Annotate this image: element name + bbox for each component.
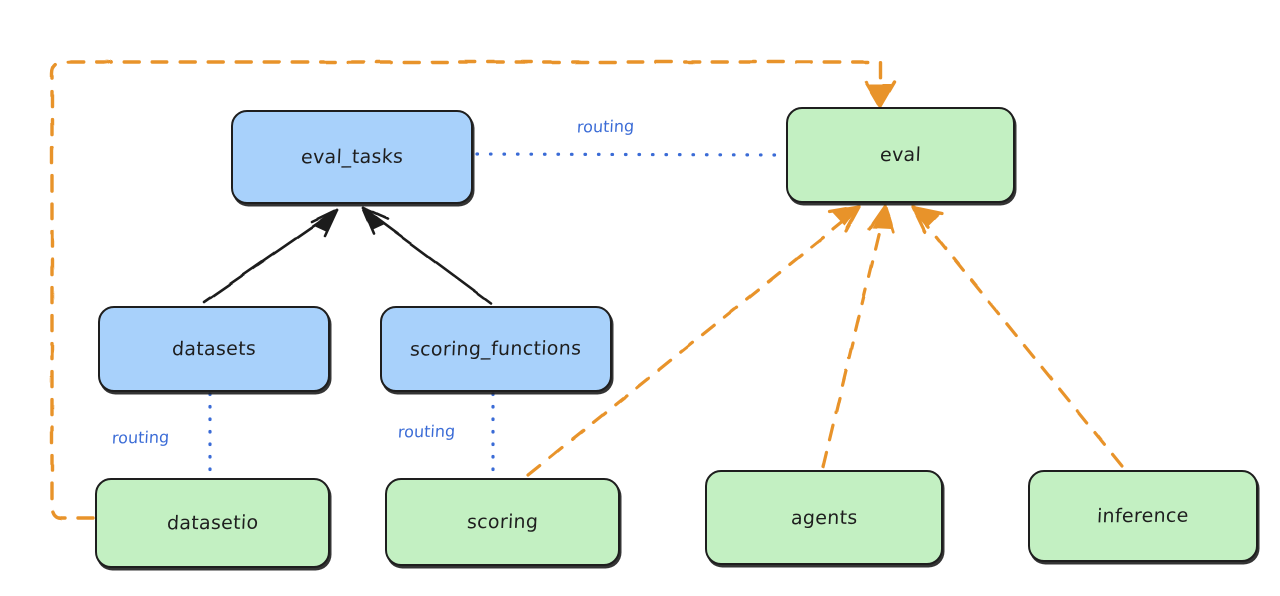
edge-inference-to-eval [911,205,1124,468]
edge-datasetio-to-eval [50,60,896,520]
node-scoring-functions[interactable]: scoring_functions [380,306,612,392]
node-label-eval-tasks: eval_tasks [300,145,404,169]
node-label-scoring: scoring [466,510,539,534]
edge-datasets-to-eval-tasks [202,208,339,304]
node-label-agents: agents [790,506,858,529]
node-eval[interactable]: eval [786,107,1015,203]
node-inference[interactable]: inference [1028,470,1258,562]
node-label-datasets: datasets [171,337,257,361]
node-label-scoring-functions: scoring_functions [409,337,583,361]
node-label-inference: inference [1096,504,1190,528]
edge-scoring-functions-to-eval-tasks [361,206,493,305]
node-label-eval: eval [879,143,922,167]
edge-label-routing-left: routing [111,427,170,448]
node-eval-tasks[interactable]: eval_tasks [231,110,473,204]
edge-scoring-to-eval [526,205,861,477]
edge-agents-to-eval [821,204,895,469]
node-datasetio[interactable]: datasetio [95,478,330,568]
node-label-datasetio: datasetio [166,511,259,535]
edge-label-routing-top: routing [576,116,635,137]
edge-eval-tasks-to-eval [475,152,786,157]
edge-label-routing-middle: routing [397,421,456,442]
node-datasets[interactable]: datasets [98,306,330,392]
node-scoring[interactable]: scoring [385,478,620,566]
node-agents[interactable]: agents [705,470,943,565]
